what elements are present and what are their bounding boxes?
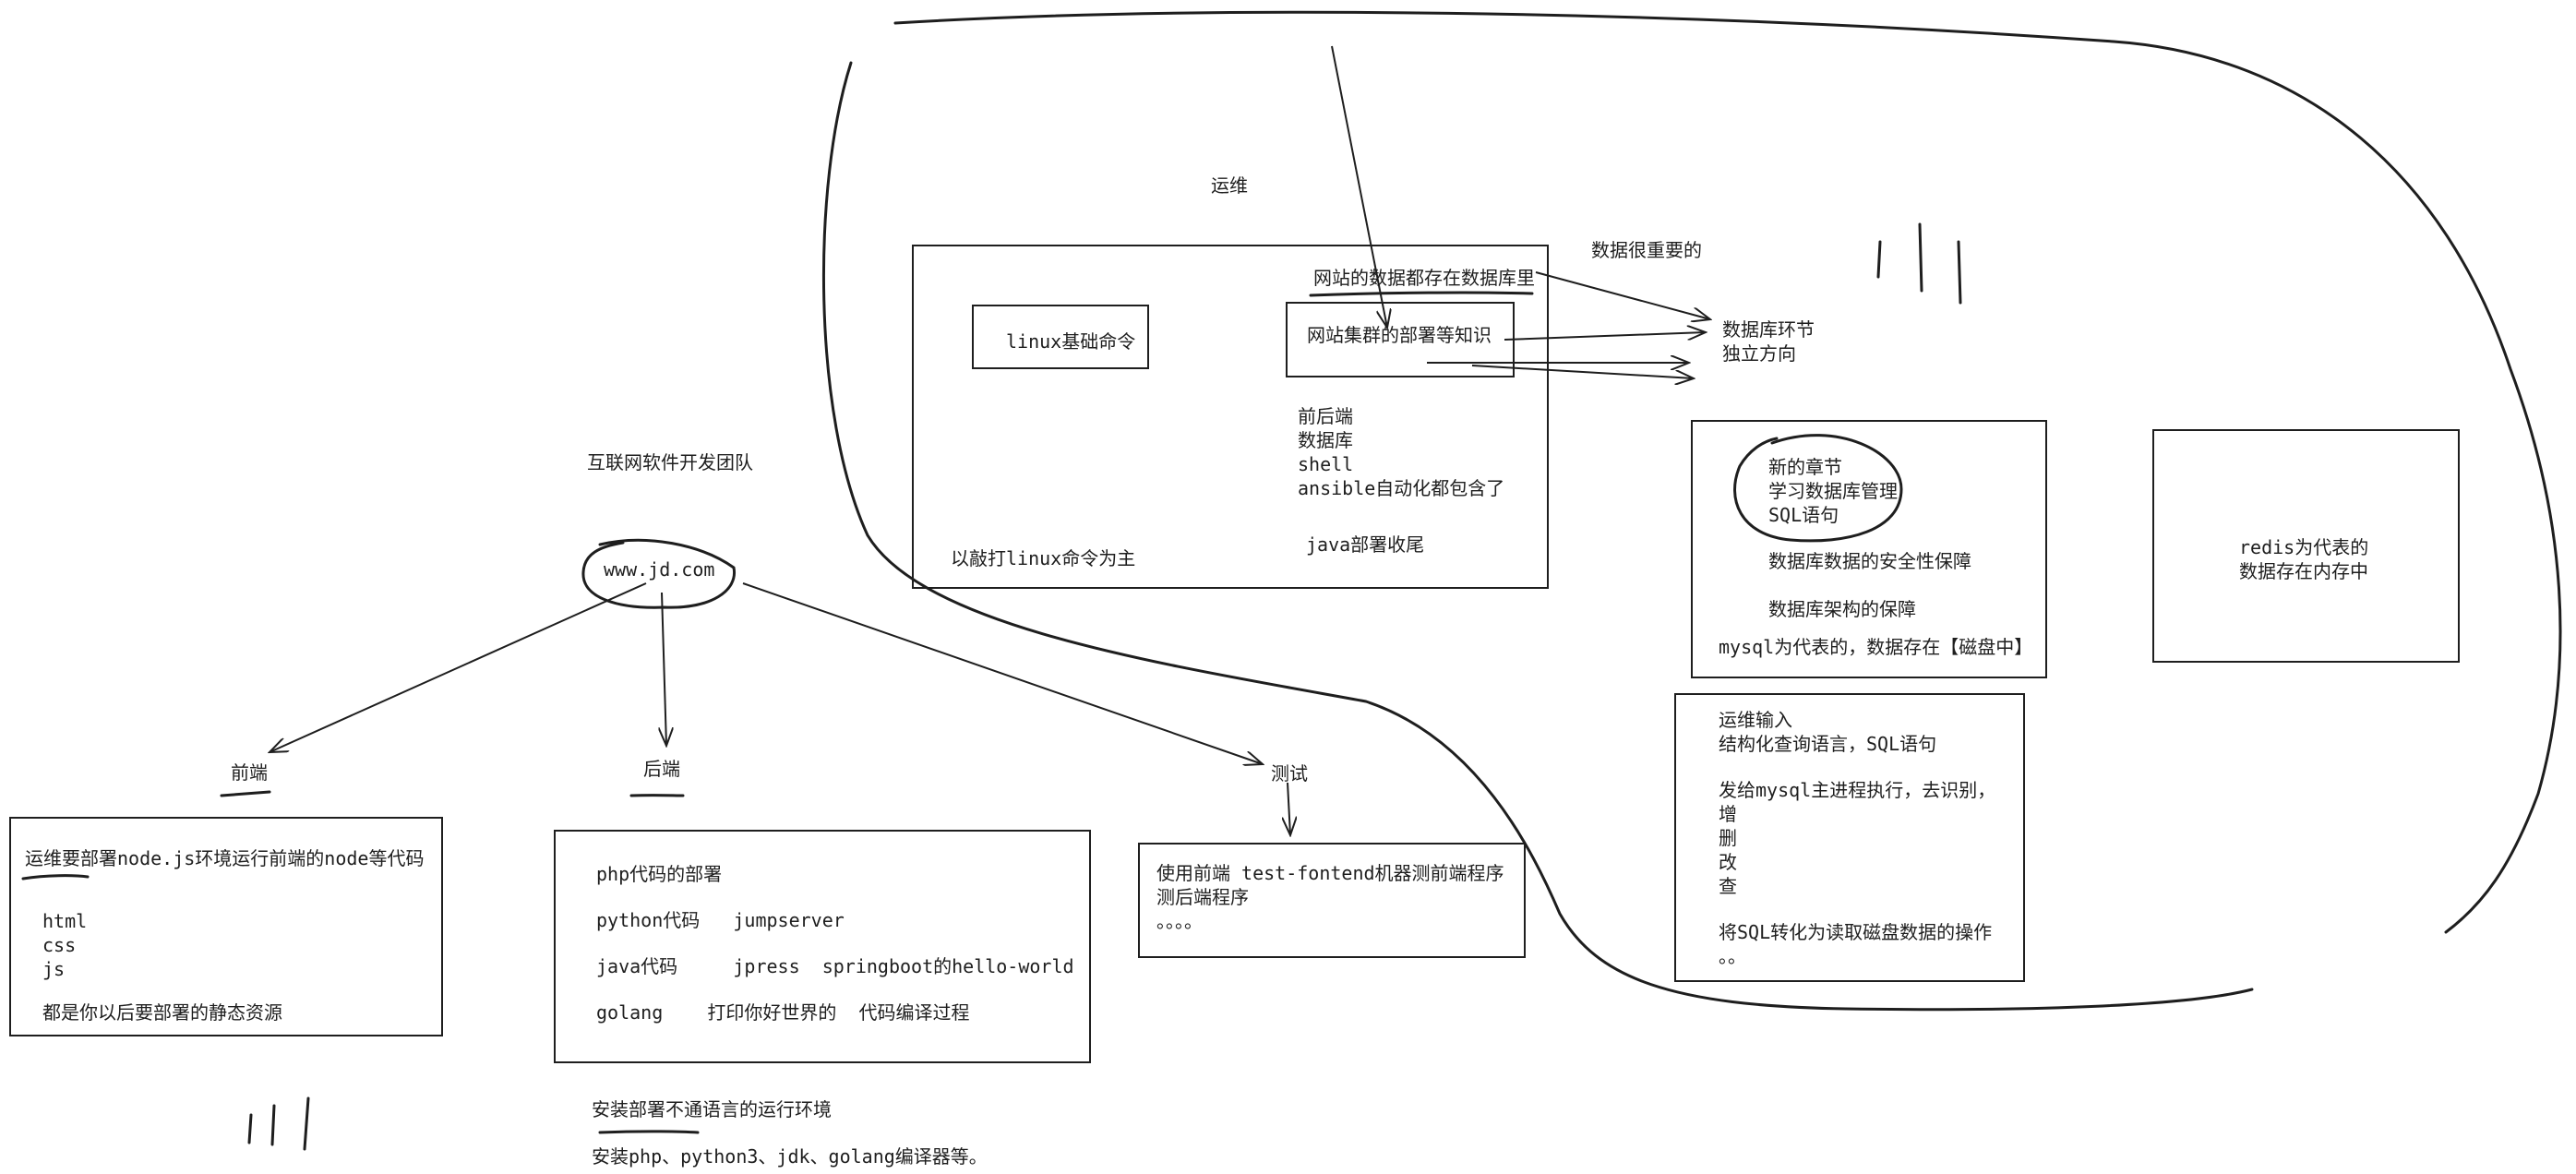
contains-item: 数据库 [1298,429,1353,451]
contains-item: ansible自动化都包含了 [1298,477,1505,499]
db-important-label: 数据很重要的 [1591,239,1702,261]
sql-line: 运维输入 [1719,709,1792,731]
redis-text: redis为代表的 数据存在内存中 [2239,535,2368,583]
frontend-item: html [42,910,88,932]
redis-line: 数据存在内存中 [2239,560,2368,582]
backend-item: java代码 jpress springboot的hello-world [596,955,1074,977]
linux-cmd-box [972,305,1149,369]
contains-item: 前后端 [1298,405,1353,427]
mysql-box [1691,420,2047,678]
sql-line: 。。 [1719,945,1746,967]
install-detail: 安装php、python3、jdk、golang编译器等。 [592,1145,988,1168]
frontend-box [9,817,443,1036]
frontend-item: css [42,934,77,956]
sql-line: 增 [1719,803,1737,825]
sql-line: 发给mysql主进程执行，去识别， [1719,779,1996,801]
cluster-box [1286,302,1515,377]
cluster-label: 网站集群的部署等知识 [1307,324,1492,346]
team-label: 互联网软件开发团队 [587,451,753,473]
frontend-item: js [42,958,66,980]
backend-item: python代码 jumpserver [596,909,845,931]
ops-knowledge-box [912,245,1549,589]
testing-label: 测试 [1271,762,1308,785]
mysql-storage-label: mysql为代表的，数据存在【磁盘中】 [1719,636,2033,658]
testing-line: 。。。。 [1156,910,1203,932]
sql-line: 查 [1719,875,1737,897]
sql-line: 删 [1719,827,1737,849]
frontend-items: html css js [42,909,87,981]
backend-items: php代码的部署 python代码 jumpserver java代码 jpre… [596,851,1074,1036]
frontend-footer: 都是你以后要部署的静态资源 [42,1001,282,1024]
sql-line: 将SQL转化为读取磁盘数据的操作 [1719,921,1993,943]
backend-label: 后端 [643,758,680,780]
sql-process-box [1674,693,2025,982]
linux-cmd-label: linux基础命令 [1006,330,1136,353]
backend-box [554,830,1091,1063]
install-title: 安装部署不通语言的运行环境 [592,1098,832,1120]
frontend-label: 前端 [231,761,268,784]
redis-box [2152,429,2460,663]
sql-line: 结构化查询语言，SQL语句 [1719,733,1937,755]
redis-line: redis为代表的 [2239,536,2369,558]
backend-item: golang 打印你好世界的 代码编译过程 [596,1001,970,1024]
security-label: 数据库数据的安全性保障 [1768,550,1971,572]
testing-line: 测后端程序 [1156,886,1249,908]
ops-enclosure-outline [893,10,2562,934]
testing-box [1138,843,1526,958]
sql-lines-2: 发给mysql主进程执行，去识别， 增 删 改 查 [1719,778,1995,898]
sql-line: 改 [1719,851,1737,873]
sql-lines-3: 将SQL转化为读取磁盘数据的操作 。。 [1719,920,1992,968]
ops-enclosure-left [821,61,2254,1012]
backend-item: php代码的部署 [596,863,723,885]
sql-lines-1: 运维输入 结构化查询语言，SQL语句 [1719,708,1936,756]
db-direction-line: 独立方向 [1722,342,1796,365]
db-direction-line: 数据库环节 [1722,318,1815,341]
testing-line: 使用前端 test-fontend机器测前端程序 [1156,862,1504,884]
site-circle [581,538,737,609]
contains-list: 前后端 数据库 shell ansible自动化都包含了 [1298,404,1504,500]
db-direction: 数据库环节 独立方向 [1722,317,1815,365]
chapter-line: 新的章节 [1768,456,1842,478]
contains-item: shell [1298,453,1354,475]
chapter-line: SQL语句 [1768,504,1839,526]
ops-title: 运维 [1211,174,1248,197]
chapter-line: 学习数据库管理 [1768,480,1898,502]
architecture-label: 数据库架构的保障 [1768,598,1916,620]
java-end-label: java部署收尾 [1306,533,1425,556]
typing-note: 以敲打linux命令为主 [951,547,1136,569]
db-storage-note: 网站的数据都存在数据库里 [1313,267,1535,289]
chapter-list: 新的章节 学习数据库管理 SQL语句 [1768,455,1898,527]
testing-lines: 使用前端 test-fontend机器测前端程序 测后端程序 。。。。 [1156,861,1504,933]
chapter-circle [1733,434,1903,543]
site-label: www.jd.com [604,558,715,581]
frontend-note: 运维要部署node.js环境运行前端的node等代码 [25,847,425,869]
